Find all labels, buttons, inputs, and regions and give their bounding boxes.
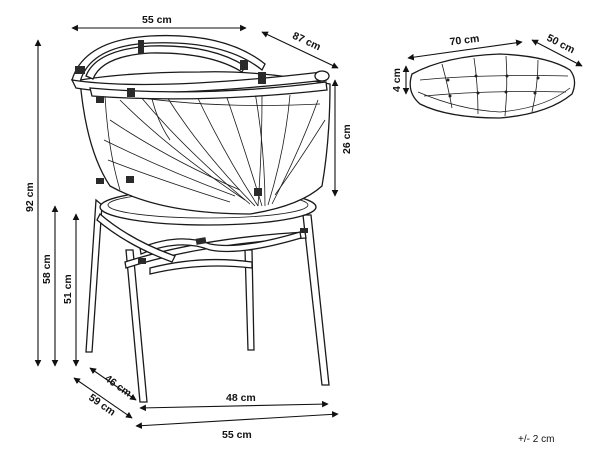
cushion-length-dimension-line — [407, 39, 523, 61]
chair-illustration — [70, 34, 331, 403]
cushion-width-dimension-line — [531, 39, 583, 67]
cushion-width-label: 50 cm — [545, 32, 577, 56]
base-depth-label: 59 cm — [86, 392, 117, 419]
back-height-label: 26 cm — [341, 124, 353, 154]
inner-width-label: 48 cm — [226, 392, 256, 404]
tolerance-note: +/- 2 cm — [518, 434, 554, 445]
cushion-illustration — [409, 53, 576, 119]
cushion-thickness-label: 4 cm — [391, 68, 403, 92]
base-width-dimension-line — [135, 411, 339, 429]
armrest-height-label: 51 cm — [62, 274, 74, 304]
top-depth-dimension-line — [261, 31, 339, 69]
cushion-length-label: 70 cm — [449, 33, 480, 49]
base-depth-dimension-line — [73, 377, 133, 419]
seat-depth-label: 46 cm — [102, 373, 133, 400]
inner-width-dimension-line — [139, 400, 329, 412]
total-height-label: 92 cm — [24, 182, 36, 212]
seat-height-label: 58 cm — [41, 254, 53, 284]
top-depth-label: 87 cm — [291, 30, 323, 53]
base-width-label: 55 cm — [222, 429, 252, 441]
top-width-label: 55 cm — [142, 14, 172, 26]
